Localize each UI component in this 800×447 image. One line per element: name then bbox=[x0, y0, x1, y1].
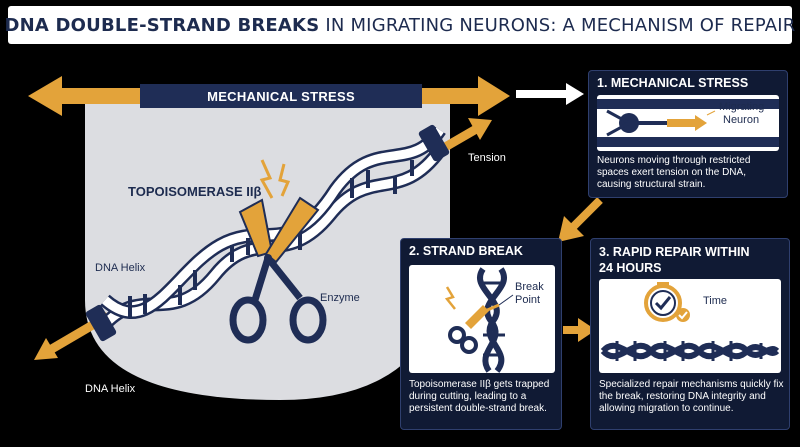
panel-1-description: Neurons moving through restricted spaces… bbox=[597, 155, 751, 190]
panel-1-illustration: Migrating Neuron bbox=[597, 95, 779, 151]
panel-strand-break: 2. STRAND BREAK Break Point Topoisomeras… bbox=[400, 238, 562, 430]
topoisomerase-label: TOPOISOMERASE IIβ bbox=[128, 184, 262, 199]
point-label: Point bbox=[515, 294, 541, 306]
tension-label: Tension bbox=[468, 152, 506, 164]
broken-dna-icon bbox=[444, 267, 514, 373]
panel-3-title-line-1: 3. RAPID REPAIR WITHIN bbox=[599, 245, 750, 259]
tension-arrow bbox=[437, 118, 492, 154]
panel-3-title-line-2: 24 HOURS bbox=[599, 261, 662, 275]
enzyme-scissors bbox=[229, 159, 327, 344]
panel-1-title: 1. MECHANICAL STRESS bbox=[597, 76, 749, 90]
page-title: DNA DOUBLE-STRAND BREAKS IN MIGRATING NE… bbox=[4, 6, 796, 44]
enzyme-label: Enzyme bbox=[320, 292, 360, 304]
panel-3-illustration: Time bbox=[599, 279, 781, 373]
stress-banner: MECHANICAL STRESS bbox=[140, 84, 422, 108]
arrow-to-panel-1 bbox=[516, 83, 584, 105]
dna-helix-label-bottom: DNA Helix bbox=[85, 383, 136, 395]
migrating-label: Migrating bbox=[719, 101, 765, 113]
panel-rapid-repair: 3. RAPID REPAIR WITHIN 24 HOURS Time Spe… bbox=[590, 238, 790, 430]
panel-2-illustration: Break Point bbox=[409, 265, 555, 373]
panel-3-description: Specialized repair mechanisms quickly fi… bbox=[599, 379, 784, 414]
time-label: Time bbox=[703, 295, 728, 307]
migrating-neuron-icon bbox=[597, 99, 779, 147]
arrow-to-panel-2 bbox=[558, 197, 603, 242]
title-bold: DNA DOUBLE-STRAND BREAKS bbox=[4, 14, 320, 36]
break-label: Break bbox=[515, 281, 544, 293]
title-light: IN MIGRATING NEURONS: A MECHANISM OF REP… bbox=[325, 14, 796, 36]
panel-2-title: 2. STRAND BREAK bbox=[409, 244, 523, 258]
panel-mechanical-stress: 1. MECHANICAL STRESS Migrating Neuron Ne… bbox=[588, 70, 788, 198]
repair-timer-icon bbox=[600, 282, 780, 361]
arrow-to-panel-3 bbox=[563, 318, 596, 342]
panel-2-description: Topoisomerase IIβ gets trapped during cu… bbox=[409, 379, 550, 414]
neuron-label: Neuron bbox=[723, 114, 760, 126]
dna-helix-label-top: DNA Helix bbox=[95, 262, 146, 274]
